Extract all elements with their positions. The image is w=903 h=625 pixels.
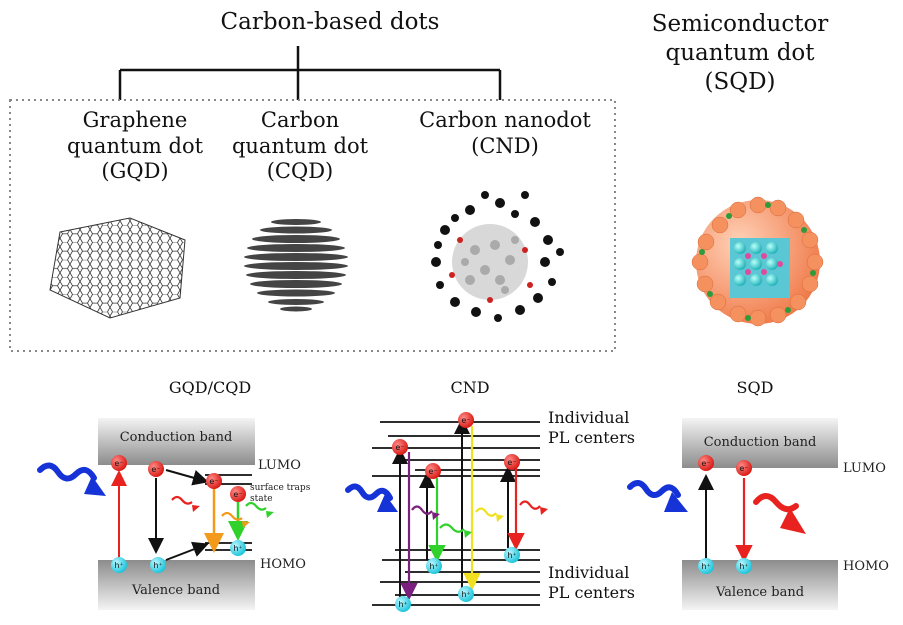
sqd-hole-1: h⁺	[698, 558, 714, 574]
svg-text:h⁺: h⁺	[233, 544, 242, 553]
svg-text:h⁺: h⁺	[114, 561, 123, 570]
carbon-dots-box	[9, 99, 616, 352]
sqd-electron-1: e⁻	[698, 455, 714, 471]
graphene-lattice-illustration	[49, 217, 186, 319]
sqd-valence-band-label: Valence band	[715, 585, 804, 600]
gqd-valence-band-label: Valence band	[131, 583, 220, 598]
pl-centers-bottom-line2: PL centers	[548, 583, 635, 602]
svg-text:e⁻: e⁻	[701, 459, 710, 468]
cnd-energy-diagram: Individual PL centers Individual PL cent…	[345, 408, 635, 612]
sqd-hole-2: h⁺	[736, 558, 752, 574]
svg-text:e⁻: e⁻	[209, 477, 218, 486]
cnd-hole-3: h⁺	[458, 586, 474, 602]
surface-traps-label-line2: state	[250, 494, 273, 504]
gqd-hole-3: h⁺	[230, 540, 246, 556]
svg-text:e⁻: e⁻	[739, 464, 748, 473]
carbon-dots-bracket	[118, 46, 502, 100]
gqd-cqd-band-diagram: Conduction band Valence band LUMO HOMO s…	[37, 418, 311, 610]
sqd-homo-label: HOMO	[843, 559, 889, 574]
gqd-electron-2: e⁻	[148, 461, 164, 477]
carbon-dots-title: Carbon-based dots	[220, 9, 440, 35]
sqd-lumo-label: LUMO	[843, 461, 886, 476]
sqd-title: Semiconductor quantum dot (SQD)	[640, 10, 840, 96]
gqd-hole-2: h⁺	[150, 557, 166, 573]
cqd-title-line1: Carbon	[260, 108, 340, 132]
sqd-electron-2: e⁻	[736, 460, 752, 476]
cnd-title-line1: Carbon nanodot	[419, 108, 591, 132]
sqd-title-line3: (SQD)	[704, 68, 776, 95]
pl-centers-top-line1: Individual	[548, 408, 629, 427]
gqd-title-line1: Graphene	[82, 108, 188, 132]
svg-text:h⁺: h⁺	[398, 600, 407, 609]
gqd-hole-1: h⁺	[111, 557, 127, 573]
sqd-title-line1: Semiconductor	[651, 11, 829, 37]
cnd-particle-illustration	[431, 191, 564, 322]
svg-text:e⁻: e⁻	[461, 416, 470, 425]
cnd-panel-title: CND	[450, 378, 490, 397]
cnd-electron-3: e⁻	[458, 412, 474, 428]
cqd-title-line2: quantum dot	[231, 133, 369, 158]
svg-text:e⁻: e⁻	[395, 443, 404, 452]
gqd-title-line3: (GQD)	[101, 159, 169, 184]
svg-text:e⁻: e⁻	[428, 467, 437, 476]
svg-text:h⁺: h⁺	[507, 551, 516, 560]
sqd-title-line2: quantum dot	[665, 39, 815, 66]
cnd-electron-4: e⁻	[504, 454, 520, 470]
svg-text:e⁻: e⁻	[114, 459, 123, 468]
pl-centers-top-line2: PL centers	[548, 428, 635, 447]
gqd-electron-1: e⁻	[111, 455, 127, 471]
surface-traps-label-line1: surface traps	[250, 483, 311, 493]
gqd-homo-label: HOMO	[260, 557, 306, 572]
cnd-title: Carbon nanodot (CND)	[405, 108, 605, 159]
cnd-hole-4: h⁺	[504, 547, 520, 563]
svg-text:h⁺: h⁺	[153, 561, 162, 570]
sqd-conduction-band-label: Conduction band	[704, 435, 817, 450]
cnd-electron-2: e⁻	[425, 463, 441, 479]
pl-centers-bottom-line1: Individual	[548, 563, 629, 582]
gqd-cqd-panel-title: GQD/CQD	[168, 378, 252, 397]
svg-text:h⁺: h⁺	[429, 562, 438, 571]
cqd-layered-illustration	[244, 219, 348, 312]
gqd-title: Graphene quantum dot (GQD)	[40, 108, 230, 185]
cnd-hole-1: h⁺	[395, 596, 411, 612]
gqd-conduction-band-label: Conduction band	[120, 430, 233, 445]
svg-text:e⁻: e⁻	[233, 490, 242, 499]
gqd-lumo-label: LUMO	[258, 458, 301, 473]
gqd-electron-4: e⁻	[230, 486, 246, 502]
sqd-panel-title: SQD	[736, 378, 774, 397]
cnd-hole-2: h⁺	[426, 558, 442, 574]
svg-text:h⁺: h⁺	[461, 590, 470, 599]
sqd-band-diagram: Conduction band Valence band LUMO HOMO e…	[627, 418, 889, 610]
cqd-title: Carbon quantum dot (CQD)	[210, 108, 390, 185]
cnd-title-line2: (CND)	[471, 133, 539, 158]
gqd-electron-3: e⁻	[206, 473, 222, 489]
sqd-core-shell-illustration	[691, 196, 824, 327]
svg-text:h⁺: h⁺	[701, 562, 710, 571]
gqd-title-line2: quantum dot	[66, 133, 204, 158]
svg-text:e⁻: e⁻	[151, 465, 160, 474]
svg-text:h⁺: h⁺	[739, 562, 748, 571]
cnd-electron-1: e⁻	[392, 439, 408, 455]
svg-text:e⁻: e⁻	[507, 458, 516, 467]
cqd-title-line3: (CQD)	[266, 159, 334, 184]
